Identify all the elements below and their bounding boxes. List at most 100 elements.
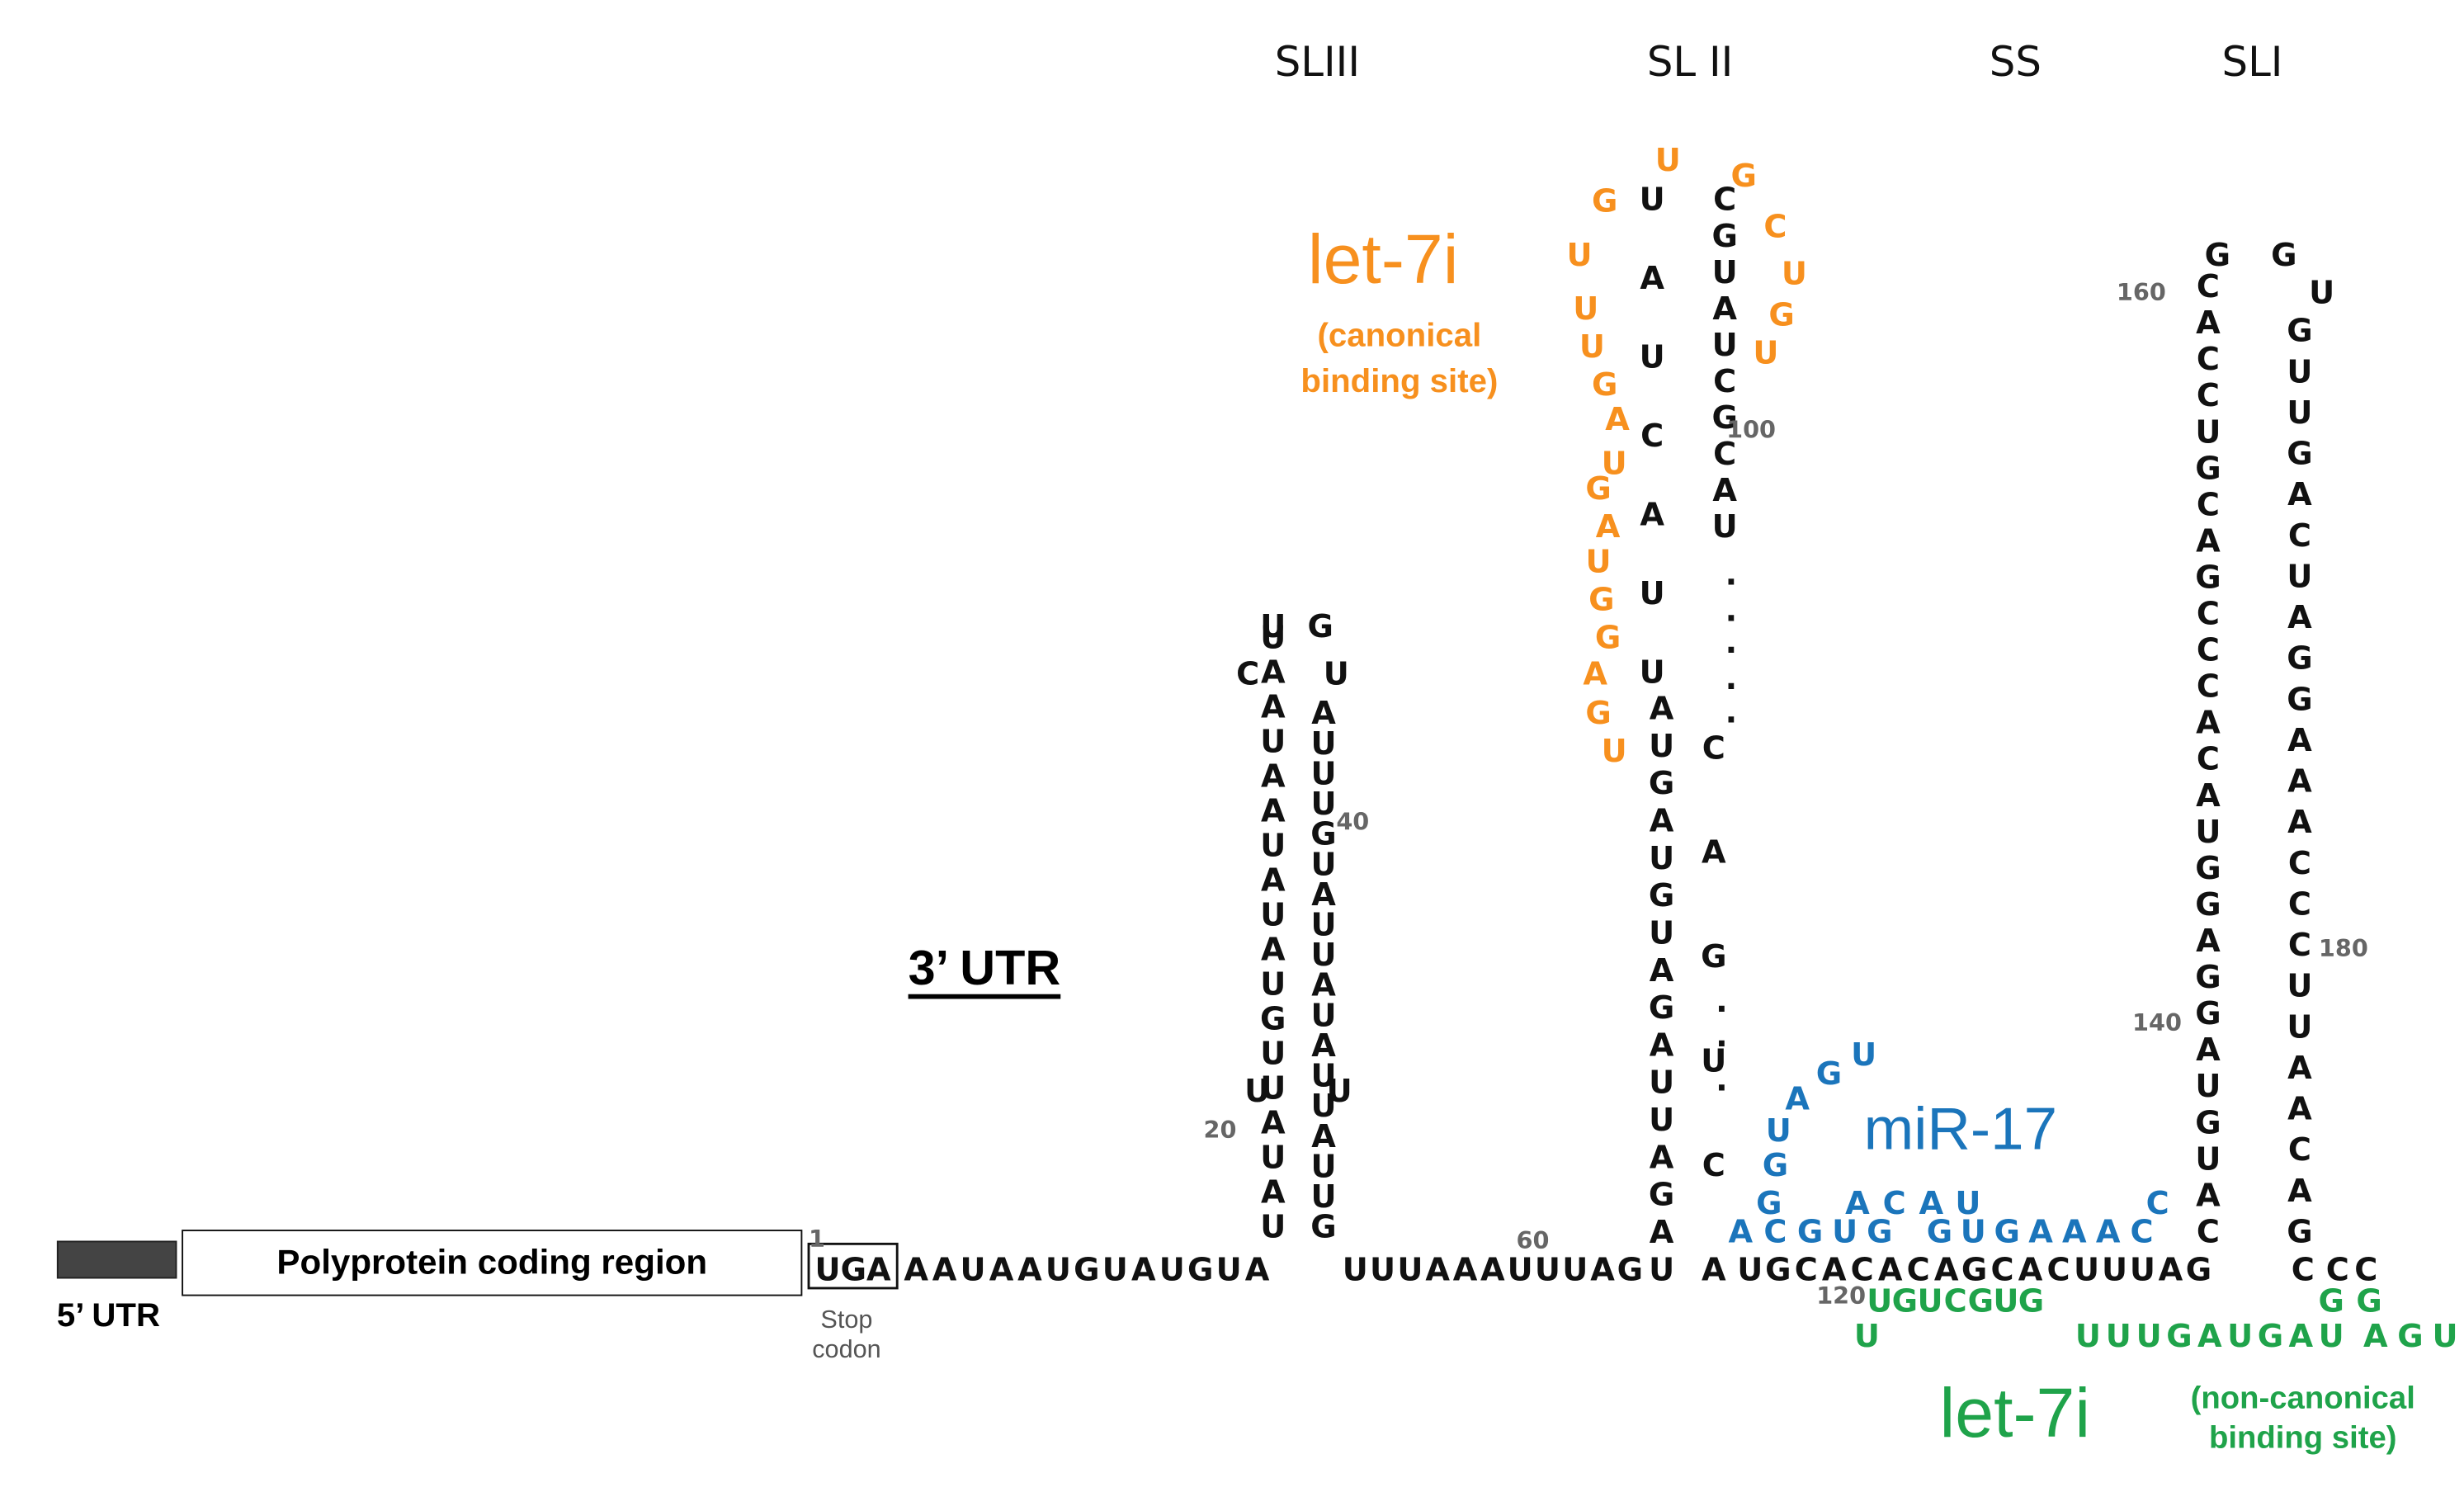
five-utr-label: 5’ UTR (56, 1297, 161, 1334)
sliii-nt: U (1327, 1073, 1352, 1110)
mir17-nt: G (1927, 1213, 1952, 1250)
sli-nt: G (2195, 959, 2221, 996)
let7i-canonical-nt: G (1588, 581, 1614, 618)
position-number: 180 (2319, 934, 2368, 962)
let7i-canonical-nt: U (1782, 256, 1807, 293)
slii-nt: A (1650, 802, 1674, 839)
sliii-nt: A (1311, 967, 1336, 1004)
mir17-nt: G (1816, 1055, 1842, 1093)
linker-nt: A (1453, 1251, 1478, 1288)
sli-nt: C (2197, 632, 2220, 669)
mir17-nt: A (1845, 1185, 1870, 1222)
sliii-nt: A (1311, 1118, 1336, 1155)
sliii-nt: U (1310, 755, 1336, 792)
mir17-nt: A (2028, 1213, 2053, 1250)
position-number: 100 (1726, 416, 1776, 444)
let7i-canonical-label: let-7i (1307, 221, 1459, 299)
position-number: 20 (1204, 1116, 1237, 1144)
slii-nt: A (1640, 497, 1664, 534)
ss-strand-nt: C (1795, 1251, 1818, 1288)
sliii-nt: G (1260, 1001, 1286, 1038)
base-strand-nt: U (961, 1251, 986, 1288)
let7i-canonical-nt: U (1602, 733, 1627, 770)
slii-nt: U (1649, 1065, 1674, 1102)
sli-nt: G (2195, 995, 2221, 1032)
stop-codon-box (807, 1242, 899, 1290)
let7i-noncanonical-nt: C (1944, 1283, 1967, 1320)
ss-strand-nt: U (1737, 1251, 1763, 1288)
sliii-nt: U (1310, 846, 1336, 883)
let7i-canonical-nt: C (1763, 208, 1787, 245)
sli-nt: A (2287, 763, 2312, 800)
linker-nt: G (1617, 1251, 1643, 1288)
mir17-nt: C (2146, 1185, 2169, 1222)
let7i-noncanonical-nt: G (2319, 1283, 2344, 1320)
sliii-nt: G (1310, 816, 1336, 853)
let7i-noncanonical-nt: U (2106, 1318, 2131, 1355)
slii-nt: G (1711, 218, 1737, 255)
slii-nt: G (1711, 399, 1737, 437)
slii-nt: A (1650, 952, 1674, 989)
let7i-canonical-nt: G (1768, 297, 1794, 334)
slii-nt: A (1702, 834, 1726, 871)
slii-nt: A (1650, 1214, 1674, 1251)
slii-nt: A (1650, 1027, 1674, 1064)
sliii-nt: A (1261, 792, 1286, 829)
slii-nt: U (1701, 1043, 1726, 1080)
slii-nt: C (1713, 182, 1736, 219)
let7i-noncanonical-nt: G (2356, 1283, 2381, 1320)
sliii-loop-nt: C (1236, 655, 1259, 692)
sli-loop-nt: U (2309, 275, 2334, 312)
sli-loop-nt: G (2205, 237, 2230, 274)
slii-nt: C (1702, 729, 1725, 767)
sli-nt: G (2287, 681, 2312, 718)
let7i-noncanonical-nt: G (2166, 1318, 2192, 1355)
sliii-nt: U (1310, 1058, 1336, 1095)
let7i-noncanonical-nt: U (2432, 1318, 2457, 1355)
sli-nt: A (2196, 305, 2221, 342)
coding-region-box: Polyprotein coding region (182, 1230, 803, 1296)
sliii-nt: A (1311, 1027, 1336, 1065)
sli-nt: A (2287, 599, 2312, 636)
mir17-nt: C (2130, 1213, 2153, 1250)
ss-strand-nt: C (1907, 1251, 1930, 1288)
let7i-noncanonical-nt: U (1917, 1283, 1942, 1320)
ss-strand-nt: A (1934, 1251, 1959, 1288)
sli-nt: C (2197, 268, 2220, 305)
slii-nt: U (1649, 728, 1674, 765)
let7i-canonical-note: (canonical binding site) (1300, 317, 1499, 400)
ss-strand-nt: A (2159, 1251, 2183, 1288)
let7i-canonical-nt: G (1730, 158, 1756, 195)
sli-nt: C (2288, 885, 2311, 923)
ss-strand-nt: U (2074, 1251, 2099, 1288)
sli-nt: C (2197, 341, 2220, 378)
sli-nt: U (2287, 353, 2312, 390)
position-number: 60 (1517, 1226, 1550, 1254)
sli-nt: C (2197, 486, 2220, 523)
region-slii: SL II (1647, 38, 1733, 86)
sli-nt: A (2287, 476, 2312, 513)
base-strand-nt: A (1017, 1251, 1042, 1288)
slii-nt: G (1649, 877, 1674, 914)
sliii-nt: A (1261, 931, 1286, 968)
base-strand-nt: U (1159, 1251, 1185, 1288)
sli-nt: C (2197, 377, 2220, 414)
slii-nt: U (1640, 654, 1665, 691)
let7i-canonical-nt: A (1605, 401, 1630, 438)
mir17-nt: G (1797, 1213, 1823, 1250)
let7i-noncanonical-nt: U (2319, 1318, 2344, 1355)
ss-strand-nt: C (2047, 1251, 2070, 1288)
ss-strand-nt: A (2018, 1251, 2043, 1288)
sli-nt: A (2287, 1091, 2312, 1128)
linker-nt: A (1590, 1251, 1615, 1288)
slii-nt: G (1649, 1177, 1674, 1214)
let7i-noncanonical-nt: U (2136, 1318, 2162, 1355)
slii-nt: U (1640, 339, 1665, 376)
base-strand-nt: U (1046, 1251, 1071, 1288)
base-strand-nt: A (932, 1251, 957, 1288)
base-strand-nt: G (1074, 1251, 1099, 1288)
let7i-canonical-nt: U (1602, 446, 1627, 483)
let7i-canonical-nt: U (1586, 543, 1612, 580)
let7i-noncanonical-label: let-7i (1939, 1375, 2091, 1453)
mir17-nt: C (1883, 1185, 1906, 1222)
